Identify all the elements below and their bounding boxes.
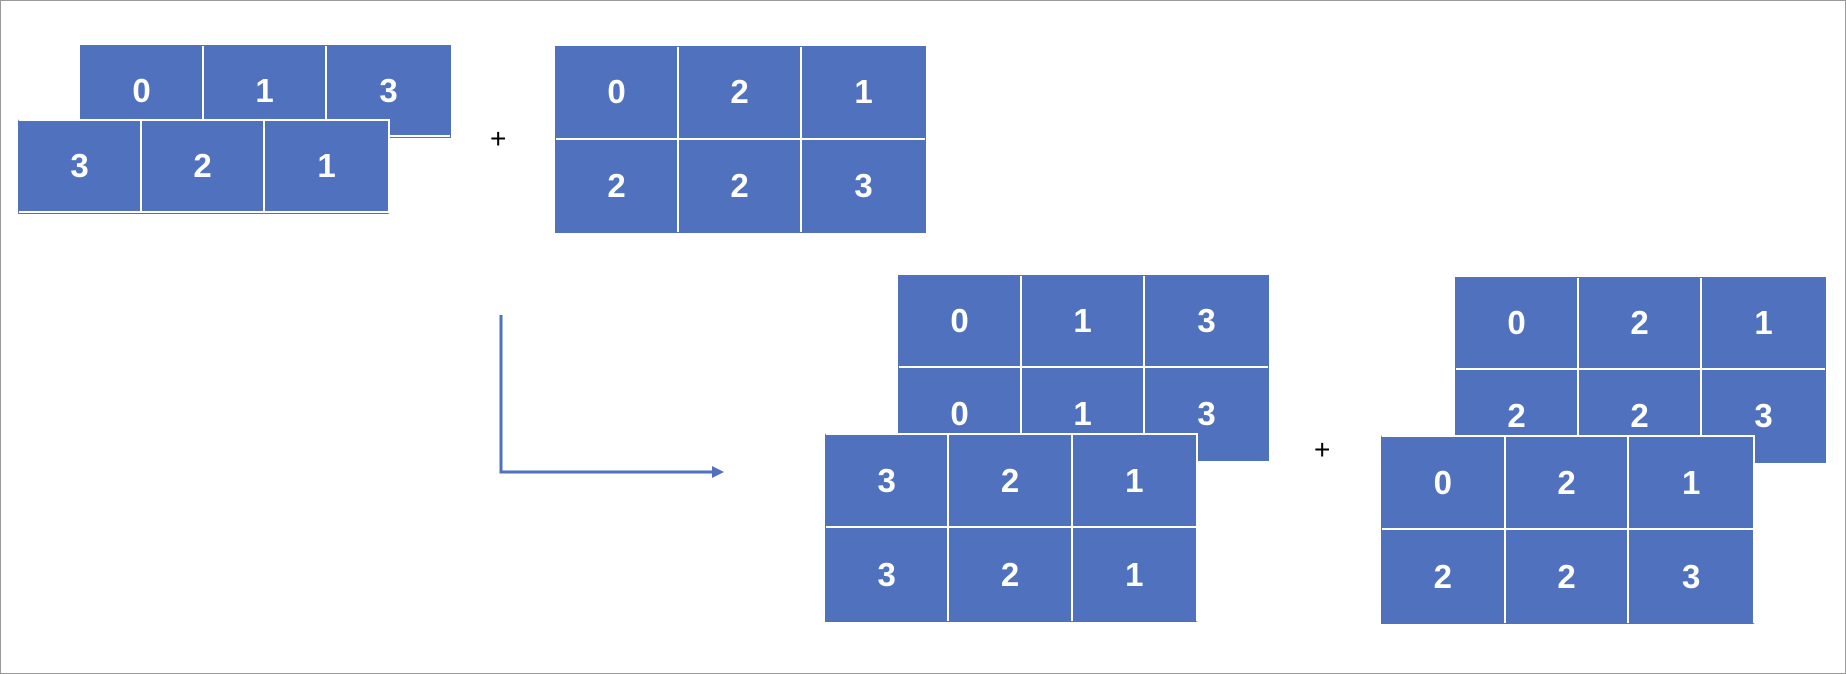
matrix-cell: 0 (1456, 278, 1579, 370)
matrix-cell: 3 (802, 139, 925, 232)
matrix-cell: 3 (1145, 276, 1268, 368)
matrix-cell: 1 (802, 47, 925, 140)
matrix-cell: 1 (1629, 437, 1753, 530)
matrix-cell: 2 (1505, 437, 1630, 530)
matrix-cell: 2 (949, 528, 1073, 621)
matrix-cell: 2 (1382, 530, 1506, 623)
plus-sign: + (490, 123, 507, 154)
matrix-cell: 3 (1629, 530, 1753, 623)
matrix-cell: 2 (679, 139, 802, 232)
matrix-cell: 2 (1505, 530, 1630, 623)
matrix-cell: 1 (265, 121, 388, 213)
matrix-cell: 0 (899, 276, 1022, 368)
matrix-cell: 2 (1579, 278, 1702, 370)
matrix-cell: 1 (1072, 528, 1196, 621)
top-left-front-row: 3 2 1 (18, 119, 390, 214)
matrix-cell: 1 (1702, 278, 1825, 370)
top-right-matrix: 0 2 1 2 2 3 (555, 46, 926, 233)
matrix-cell: 3 (826, 528, 950, 621)
matrix-cell: 3 (826, 435, 950, 528)
matrix-cell: 1 (1072, 435, 1196, 528)
matrix-cell: 0 (556, 47, 679, 140)
bottom-left-front-matrix: 3 2 1 3 2 1 (825, 433, 1198, 622)
plus-sign: + (1314, 434, 1331, 465)
matrix-cell: 0 (1382, 437, 1506, 530)
matrix-cell: 2 (679, 47, 802, 140)
matrix-cell: 2 (556, 139, 679, 232)
matrix-cell: 2 (142, 121, 265, 213)
matrix-cell: 2 (949, 435, 1073, 528)
matrix-cell: 3 (19, 121, 142, 213)
bottom-right-front-matrix: 0 2 1 2 2 3 (1381, 435, 1755, 624)
matrix-cell: 1 (1022, 276, 1145, 368)
